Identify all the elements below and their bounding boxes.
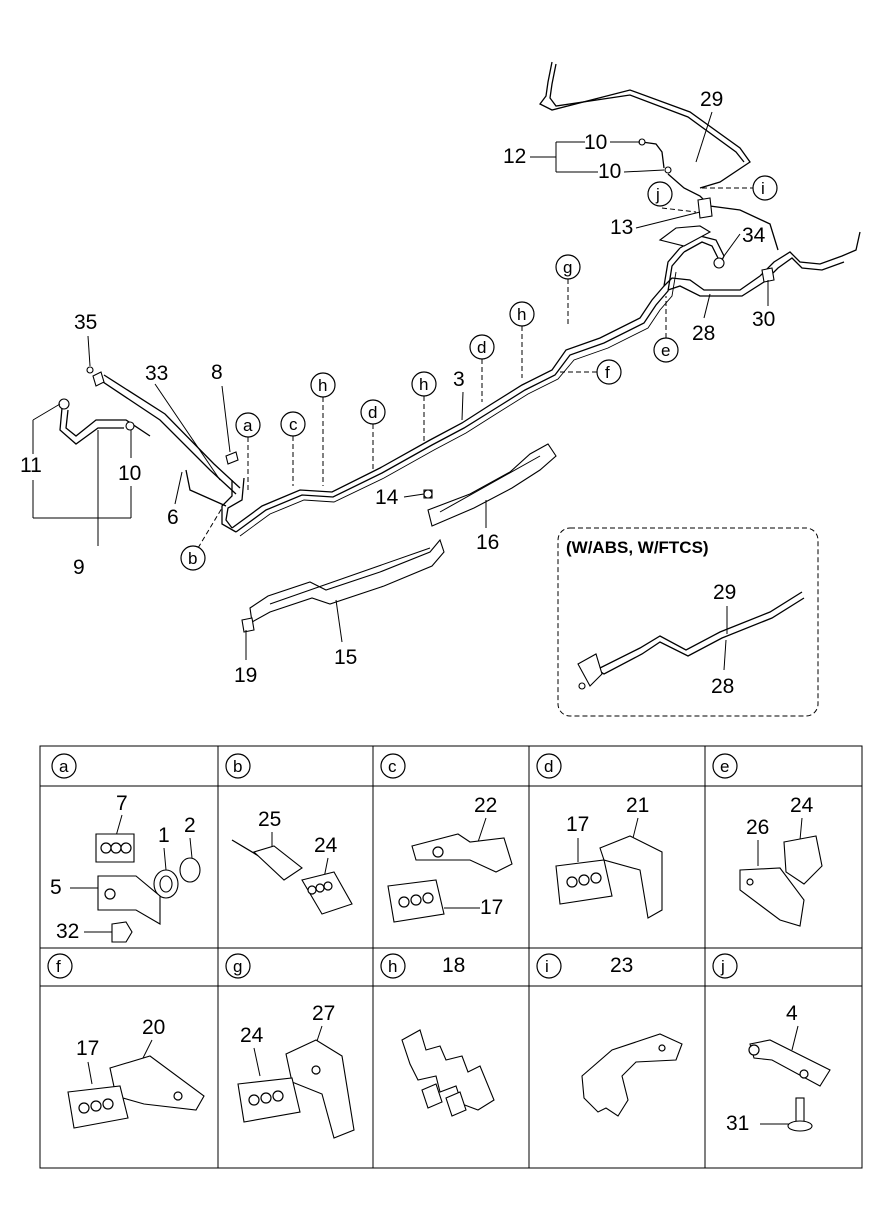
pointer-a: a xyxy=(243,416,253,435)
variant-title: (W/ABS, W/FTCS) xyxy=(566,538,709,557)
detail-cell-c: c 22 17 xyxy=(380,753,513,923)
callout-11: 11 xyxy=(20,454,42,477)
svg-text:32: 32 xyxy=(56,920,79,943)
pointer-e: e xyxy=(661,341,670,360)
pointer-d-2: d xyxy=(368,403,377,422)
detail-cell-g: g 27 24 xyxy=(225,953,355,1139)
detail-cell-h: h 18 xyxy=(380,953,495,1117)
pointer-d-1: d xyxy=(477,338,486,357)
detail-cell-i: i 23 xyxy=(536,953,683,1117)
body-rail-brackets xyxy=(241,443,557,633)
cell-d-letter: d xyxy=(544,757,553,776)
callout-33: 33 xyxy=(145,362,168,385)
callout-10-hose: 10 xyxy=(118,462,141,485)
cell-f-letter: f xyxy=(56,957,61,976)
cell-e-letter: e xyxy=(720,757,729,776)
svg-text:26: 26 xyxy=(746,816,769,839)
pointer-h-2: h xyxy=(419,375,428,394)
svg-text:17: 17 xyxy=(76,1037,99,1060)
pointer-g: g xyxy=(563,258,572,277)
callout-34: 34 xyxy=(742,224,766,247)
detail-cell-f: f 20 17 xyxy=(47,953,205,1129)
cell-c-letter: c xyxy=(388,757,397,776)
callout-30: 30 xyxy=(752,308,775,331)
detail-cell-e: e 24 26 xyxy=(712,753,823,927)
callout-10-upper: 10 xyxy=(584,131,607,154)
main-brake-pipe-assembly xyxy=(58,61,861,537)
callout-8: 8 xyxy=(211,361,223,384)
callout-35: 35 xyxy=(74,311,97,334)
callout-12: 12 xyxy=(503,145,526,168)
callout-14: 14 xyxy=(375,486,399,509)
detail-grid xyxy=(39,745,863,1169)
svg-text:2: 2 xyxy=(184,814,196,837)
cell-j-letter: j xyxy=(720,957,725,976)
variant-callout-28: 28 xyxy=(711,675,734,698)
callout-19: 19 xyxy=(234,664,257,687)
svg-text:1: 1 xyxy=(158,824,170,847)
svg-text:24: 24 xyxy=(314,834,338,857)
svg-text:24: 24 xyxy=(240,1024,264,1047)
callout-6: 6 xyxy=(167,506,179,529)
callout-16: 16 xyxy=(476,531,499,554)
detail-pointers: i j e f g h d h d h c a xyxy=(180,175,778,571)
callout-15: 15 xyxy=(334,646,357,669)
svg-text:23: 23 xyxy=(610,954,633,977)
pointer-f: f xyxy=(605,363,610,382)
svg-text:17: 17 xyxy=(566,813,589,836)
cell-a-letter: a xyxy=(59,757,69,776)
variant-callout-29: 29 xyxy=(713,581,736,604)
pointer-c: c xyxy=(289,415,298,434)
pointer-i: i xyxy=(761,179,765,198)
pointer-b: b xyxy=(188,549,197,568)
callout-10-lower: 10 xyxy=(598,160,621,183)
cell-g-letter: g xyxy=(233,957,242,976)
pointer-h-1: h xyxy=(517,305,526,324)
callout-3: 3 xyxy=(453,368,465,391)
svg-text:17: 17 xyxy=(480,896,503,919)
cell-b-letter: b xyxy=(233,757,242,776)
callout-9: 9 xyxy=(73,556,85,579)
svg-text:5: 5 xyxy=(50,876,62,899)
upper-callouts: 29 12 10 10 13 34 30 28 35 33 8 3 11 10 xyxy=(20,88,775,687)
cell-i-letter: i xyxy=(545,957,549,976)
detail-cell-j: j 4 31 xyxy=(712,953,831,1135)
svg-text:7: 7 xyxy=(116,792,128,815)
callout-29: 29 xyxy=(700,88,723,111)
pointer-j: j xyxy=(655,185,660,204)
svg-text:27: 27 xyxy=(312,1002,335,1025)
svg-text:20: 20 xyxy=(142,1016,165,1039)
svg-text:4: 4 xyxy=(786,1002,798,1025)
pointer-h-3: h xyxy=(318,376,327,395)
svg-text:18: 18 xyxy=(442,954,465,977)
variant-box: (W/ABS, W/FTCS) 29 28 xyxy=(557,527,819,717)
detail-cell-d: d 17 21 xyxy=(536,753,663,919)
svg-text:25: 25 xyxy=(258,808,281,831)
detail-cell-a: a 7 1 2 5 32 xyxy=(50,753,201,943)
svg-text:24: 24 xyxy=(790,794,814,817)
svg-text:22: 22 xyxy=(474,794,497,817)
cell-h-letter: h xyxy=(388,957,397,976)
detail-cell-b: b 25 24 xyxy=(225,753,353,915)
callout-13: 13 xyxy=(610,216,633,239)
svg-text:21: 21 xyxy=(626,794,649,817)
svg-text:31: 31 xyxy=(726,1112,749,1135)
callout-28: 28 xyxy=(692,322,715,345)
